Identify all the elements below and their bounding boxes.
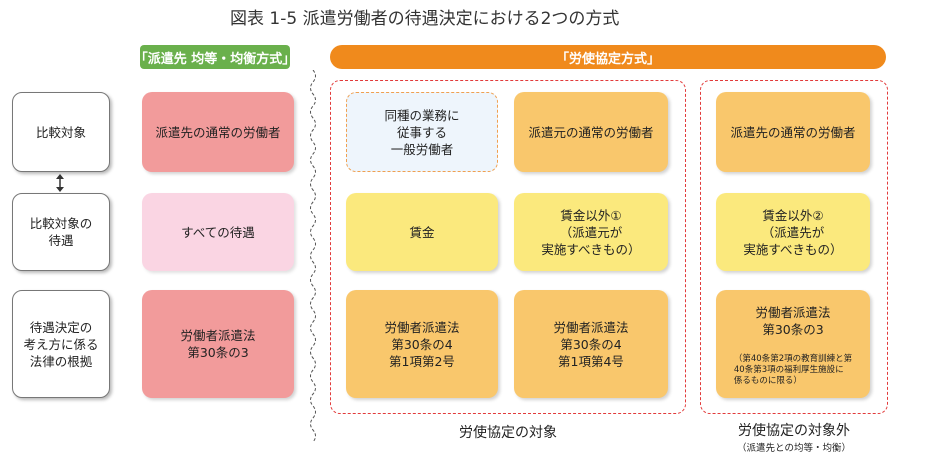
agreement-excluded-region	[700, 80, 888, 414]
similar-worker-box: 同種の業務に 従事する 一般労働者	[346, 92, 498, 172]
excluded-comparison-box: 派遣先の通常の労働者	[716, 92, 870, 172]
agreement-target-label: 労使協定の対象	[459, 425, 557, 441]
header-equal-balanced-method: 「派遣先 均等・均衡方式」	[135, 45, 295, 69]
dispatcher-worker-box: 派遣元の通常の労働者	[514, 92, 668, 172]
equal-comparison-box: 派遣先の通常の労働者	[142, 92, 294, 172]
row-label-legal-basis: 待遇決定の 考え方に係る 法律の根拠	[12, 290, 110, 398]
agreement-excluded-label: 労使協定の対象外	[738, 423, 850, 439]
equal-law-box: 労働者派遣法 第30条の3	[142, 290, 294, 398]
law-30-4-4-box: 労働者派遣法 第30条の4 第1項第4号	[514, 290, 668, 398]
row-label-treatment: 比較対象の 待遇	[12, 193, 110, 271]
excluded-law-text: 労働者派遣法 第30条の3	[755, 305, 831, 337]
double-arrow-icon	[56, 174, 64, 192]
law-30-4-2-box: 労働者派遣法 第30条の4 第1項第2号	[346, 290, 498, 398]
non-wage-1-box: 賃金以外① （派遣元が 実施すべきもの）	[514, 193, 668, 271]
non-wage-2-box: 賃金以外② （派遣先が 実施すべきもの）	[716, 193, 870, 271]
row-label-comparison-target: 比較対象	[12, 92, 110, 172]
figure-title: 図表 1-5 派遣労働者の待遇決定における2つの方式	[230, 9, 620, 29]
excluded-law-box: 労働者派遣法 第30条の3 （第40条第2項の教育訓練と第 40条第3項の福利厚…	[716, 290, 870, 398]
wage-box: 賃金	[346, 193, 498, 271]
agreement-target-region	[330, 80, 686, 414]
method-divider	[310, 70, 316, 442]
agreement-excluded-sublabel: （派遣先との均等・均衡）	[737, 443, 851, 454]
excluded-law-note: （第40条第2項の教育訓練と第 40条第3項の福利厚生施設に 係るものに限る）	[733, 354, 853, 386]
equal-treatment-box: すべての待遇	[142, 193, 294, 271]
header-labor-agreement-method: 「労使協定方式」	[330, 45, 886, 69]
